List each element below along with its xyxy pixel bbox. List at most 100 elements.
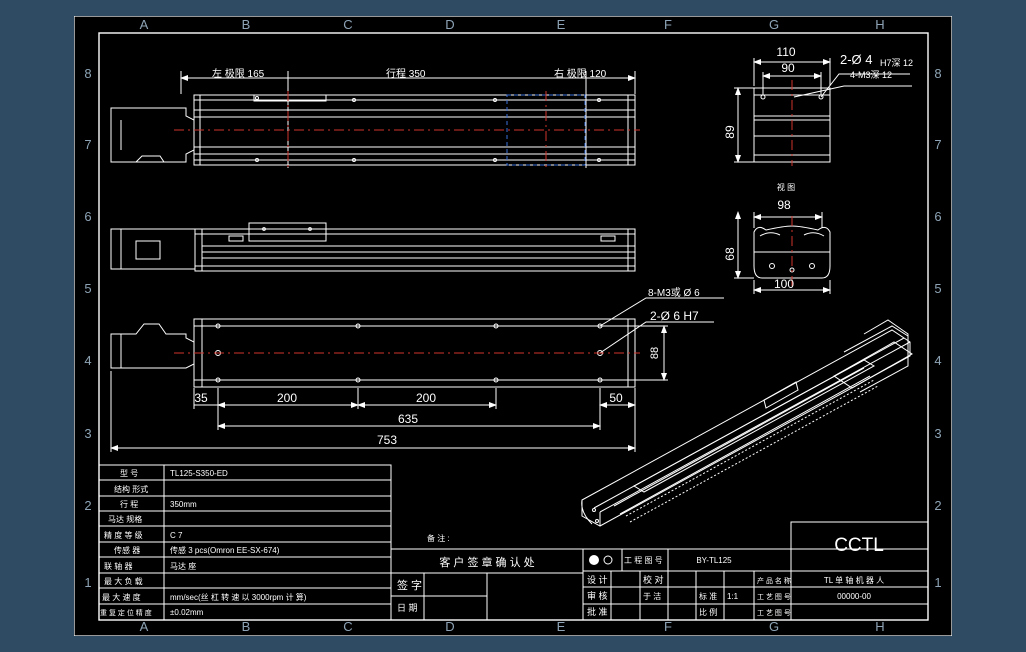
zone-row: 5 (84, 281, 91, 296)
top-view (110, 71, 636, 168)
zone-col: H (875, 17, 884, 32)
zone-columns-bottom: A B C D E F G H (140, 619, 885, 634)
note-label: 备 注 : (427, 533, 450, 543)
dim-35: 35 (194, 391, 208, 405)
isometric-view (581, 319, 913, 527)
spec-value: 350mm (170, 500, 197, 509)
check-label: 校 对 (643, 574, 664, 585)
process-label: 工 艺 图 号 (757, 593, 791, 601)
spec-value: 传感 3 pcs(Omron EE-SX-674) (170, 545, 280, 555)
thread-callout: 4-M3深 12 (850, 70, 892, 80)
dim-753: 753 (377, 433, 397, 447)
end-height-68: 68 (723, 247, 737, 261)
spec-label: 行 程 (120, 499, 138, 509)
spec-label: 最 大 负 载 (104, 576, 143, 586)
dim-200-a: 200 (277, 391, 297, 405)
hole-depth: H7深 12 (880, 58, 913, 68)
spec-value: C 7 (170, 531, 183, 540)
zone-col: F (664, 17, 672, 32)
spec-label: 型 号 (120, 469, 138, 478)
spec-value: TL125-S350-ED (170, 469, 228, 478)
zone-col: F (664, 619, 672, 634)
side-view (110, 222, 636, 272)
title-block (582, 521, 929, 621)
end-width-98: 98 (777, 198, 791, 212)
drawing-number: BY-TL125 (696, 556, 732, 565)
spec-label: 马达 规格 (108, 514, 142, 524)
zone-col: A (140, 619, 149, 634)
zone-row: 6 (934, 209, 941, 224)
holes-callout: 8-M3或 Ø 6 (648, 287, 700, 299)
height-89: 89 (723, 125, 737, 139)
zone-row: 3 (84, 426, 91, 441)
zone-row: 7 (84, 137, 91, 152)
hole-callout: 2-Ø 4 (840, 52, 873, 67)
scale-label: 比 例 (699, 607, 717, 617)
spec-table-text: 型 号 TL125-S350-ED 结构 形式 行 程 350mm 马达 规格 … (100, 469, 307, 617)
spec-label: 最 大 速 度 (102, 592, 141, 602)
process-value: 00000-00 (837, 592, 871, 601)
drawing-canvas: A B C D E F G H A B C D E F G H 8 7 6 5 … (73, 15, 953, 637)
zone-rows-right: 8 7 6 5 4 3 2 1 (934, 66, 941, 590)
end-width-100: 100 (774, 277, 794, 291)
zone-col: G (769, 17, 779, 32)
zone-col: C (343, 619, 352, 634)
zone-row: 3 (934, 426, 941, 441)
zone-col: H (875, 619, 884, 634)
approve-label: 批 准 (587, 606, 608, 617)
spec-value: ±0.02mm (170, 608, 204, 617)
confirmation-header: 客 户 签 章 确 认 处 (439, 555, 534, 569)
spec-table (98, 464, 392, 621)
company-name: CCTL (834, 535, 884, 556)
right-limit-label: 右 极限 120 (554, 67, 607, 80)
review-label: 审 核 (587, 590, 608, 601)
zone-row: 2 (84, 498, 91, 513)
zone-row: 8 (84, 66, 91, 81)
sheet-label: 工 艺 图 号 (757, 609, 791, 617)
pin-callout: 2-Ø 6 H7 (650, 309, 699, 323)
date-label: 日 期 (397, 603, 418, 613)
design-label: 设 计 (587, 574, 608, 585)
zone-col: G (769, 619, 779, 634)
zone-row: 6 (84, 209, 91, 224)
drafter-name: 于 洁 (643, 591, 661, 601)
zone-row: 2 (934, 498, 941, 513)
zone-row: 1 (934, 575, 941, 590)
section-label: 视 图 (777, 182, 795, 192)
zone-row: 5 (934, 281, 941, 296)
zone-row: 4 (934, 353, 941, 368)
logo-icon (589, 555, 599, 565)
scale-value: 1:1 (727, 592, 739, 601)
product-name: TL 单 轴 机 器 人 (824, 575, 884, 585)
dim-50: 50 (609, 391, 623, 405)
product-name-label: 产 品 名 称 (757, 576, 791, 585)
spec-value: mm/sec(丝 杠 转 速 以 3000rpm 计 算) (170, 592, 307, 602)
spec-label: 传感 器 (114, 545, 140, 555)
dim-635: 635 (398, 412, 418, 426)
zone-col: E (557, 17, 566, 32)
standard-label: 标 准 (699, 591, 717, 601)
spec-label: 精 度 等 级 (104, 530, 143, 540)
zone-col: D (445, 619, 454, 634)
zone-col: E (557, 619, 566, 634)
zone-col: B (242, 619, 251, 634)
zone-col: A (140, 17, 149, 32)
zone-row: 8 (934, 66, 941, 81)
drawing-label: 工 程 图 号 (624, 556, 663, 565)
bottom-view (110, 297, 724, 452)
stroke-label: 行程 350 (386, 67, 426, 80)
width-90: 90 (781, 61, 795, 75)
vertical-dim: 88 (649, 347, 661, 359)
zone-columns-top: A B C D E F G H (140, 17, 885, 32)
width-110: 110 (776, 45, 795, 59)
drawing-sheet: A B C D E F G H A B C D E F G H 8 7 6 5 … (73, 15, 953, 637)
spec-label: 结构 形式 (114, 484, 148, 494)
zone-row: 7 (934, 137, 941, 152)
zone-col: C (343, 17, 352, 32)
spec-label: 重 复 定 位 精 度 (100, 608, 152, 617)
sign-label: 签 字 (397, 578, 422, 592)
zone-row: 4 (84, 353, 91, 368)
spec-label: 联 轴 器 (104, 561, 132, 571)
left-limit-label: 左 极限 165 (212, 67, 265, 80)
zone-rows-left: 8 7 6 5 4 3 2 1 (84, 66, 91, 590)
